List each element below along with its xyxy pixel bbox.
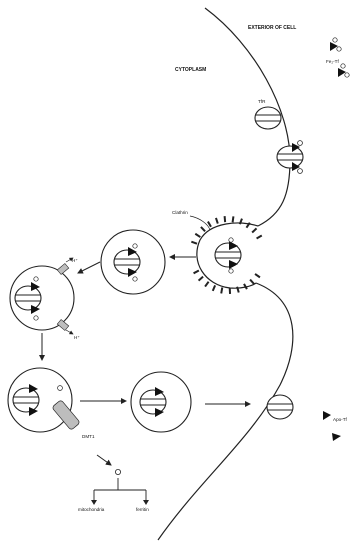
clathrin-bristle <box>256 234 263 240</box>
clathrin-bristle <box>251 227 258 234</box>
apo-transferrin-icon <box>323 411 341 441</box>
proton-label-bottom: H⁺ <box>74 335 80 340</box>
cytoplasm-label: CYTOPLASM <box>175 67 206 73</box>
mitochondria-label: mitochondria <box>78 507 105 512</box>
clathrin-bristle <box>194 232 201 238</box>
clathrin-bristle <box>245 222 251 229</box>
clathrin-bristle <box>207 221 212 228</box>
dmt1-label: DMT1 <box>82 434 95 439</box>
endosome-icon <box>100 229 166 295</box>
dmt1-transporter-icon <box>52 400 80 430</box>
acidifying-endosome-icon <box>9 265 75 331</box>
proton-label-top: H⁺ <box>72 258 78 263</box>
apo-tf-label: Apo-Tf <box>333 417 348 422</box>
fate-arrowheads <box>91 500 149 505</box>
cell-membrane <box>157 7 294 541</box>
clathrin-label: Clathrin <box>172 210 188 215</box>
proton-pump-icon <box>56 257 74 335</box>
clathrin-bristle <box>238 218 243 225</box>
pit-receptor-icon <box>214 237 242 274</box>
iron-transferrin-icon <box>330 37 350 78</box>
recycled-receptor-icon <box>266 394 294 420</box>
dmt1-endosome-icon <box>7 367 73 433</box>
arrow-icon <box>39 254 251 466</box>
bound-receptor-icon <box>276 140 304 174</box>
clathrin-bristle <box>214 217 219 224</box>
clathrin-bristle <box>254 273 261 279</box>
ferritin-label: ferritin <box>136 507 149 512</box>
exterior-label: EXTERIOR OF CELL <box>248 25 296 31</box>
clathrin-pit-icon <box>191 216 263 294</box>
fate-branch <box>93 478 147 503</box>
clathrin-bristle <box>200 226 206 232</box>
clathrin-bristle <box>204 281 210 288</box>
receptor-label: TfR <box>258 99 266 104</box>
clathrin-bristle <box>243 283 248 290</box>
ligand-label: Fe₂-Tf <box>326 59 339 64</box>
clathrin-bristle <box>223 216 227 223</box>
clathrin-bristle <box>236 286 240 293</box>
clathrin-bristle <box>193 269 200 275</box>
clathrin-bristle <box>197 275 204 282</box>
clathrin-bristle <box>211 284 217 292</box>
recycling-endosome-icon <box>130 371 192 433</box>
clathrin-bristle <box>249 278 255 285</box>
clathrin-bristle <box>231 216 235 223</box>
clathrin-bristle <box>220 287 224 294</box>
receptor-icon <box>254 106 282 130</box>
clathrin-pointer <box>189 215 211 231</box>
clathrin-bristle <box>191 240 198 245</box>
free-iron-icon <box>115 468 122 475</box>
